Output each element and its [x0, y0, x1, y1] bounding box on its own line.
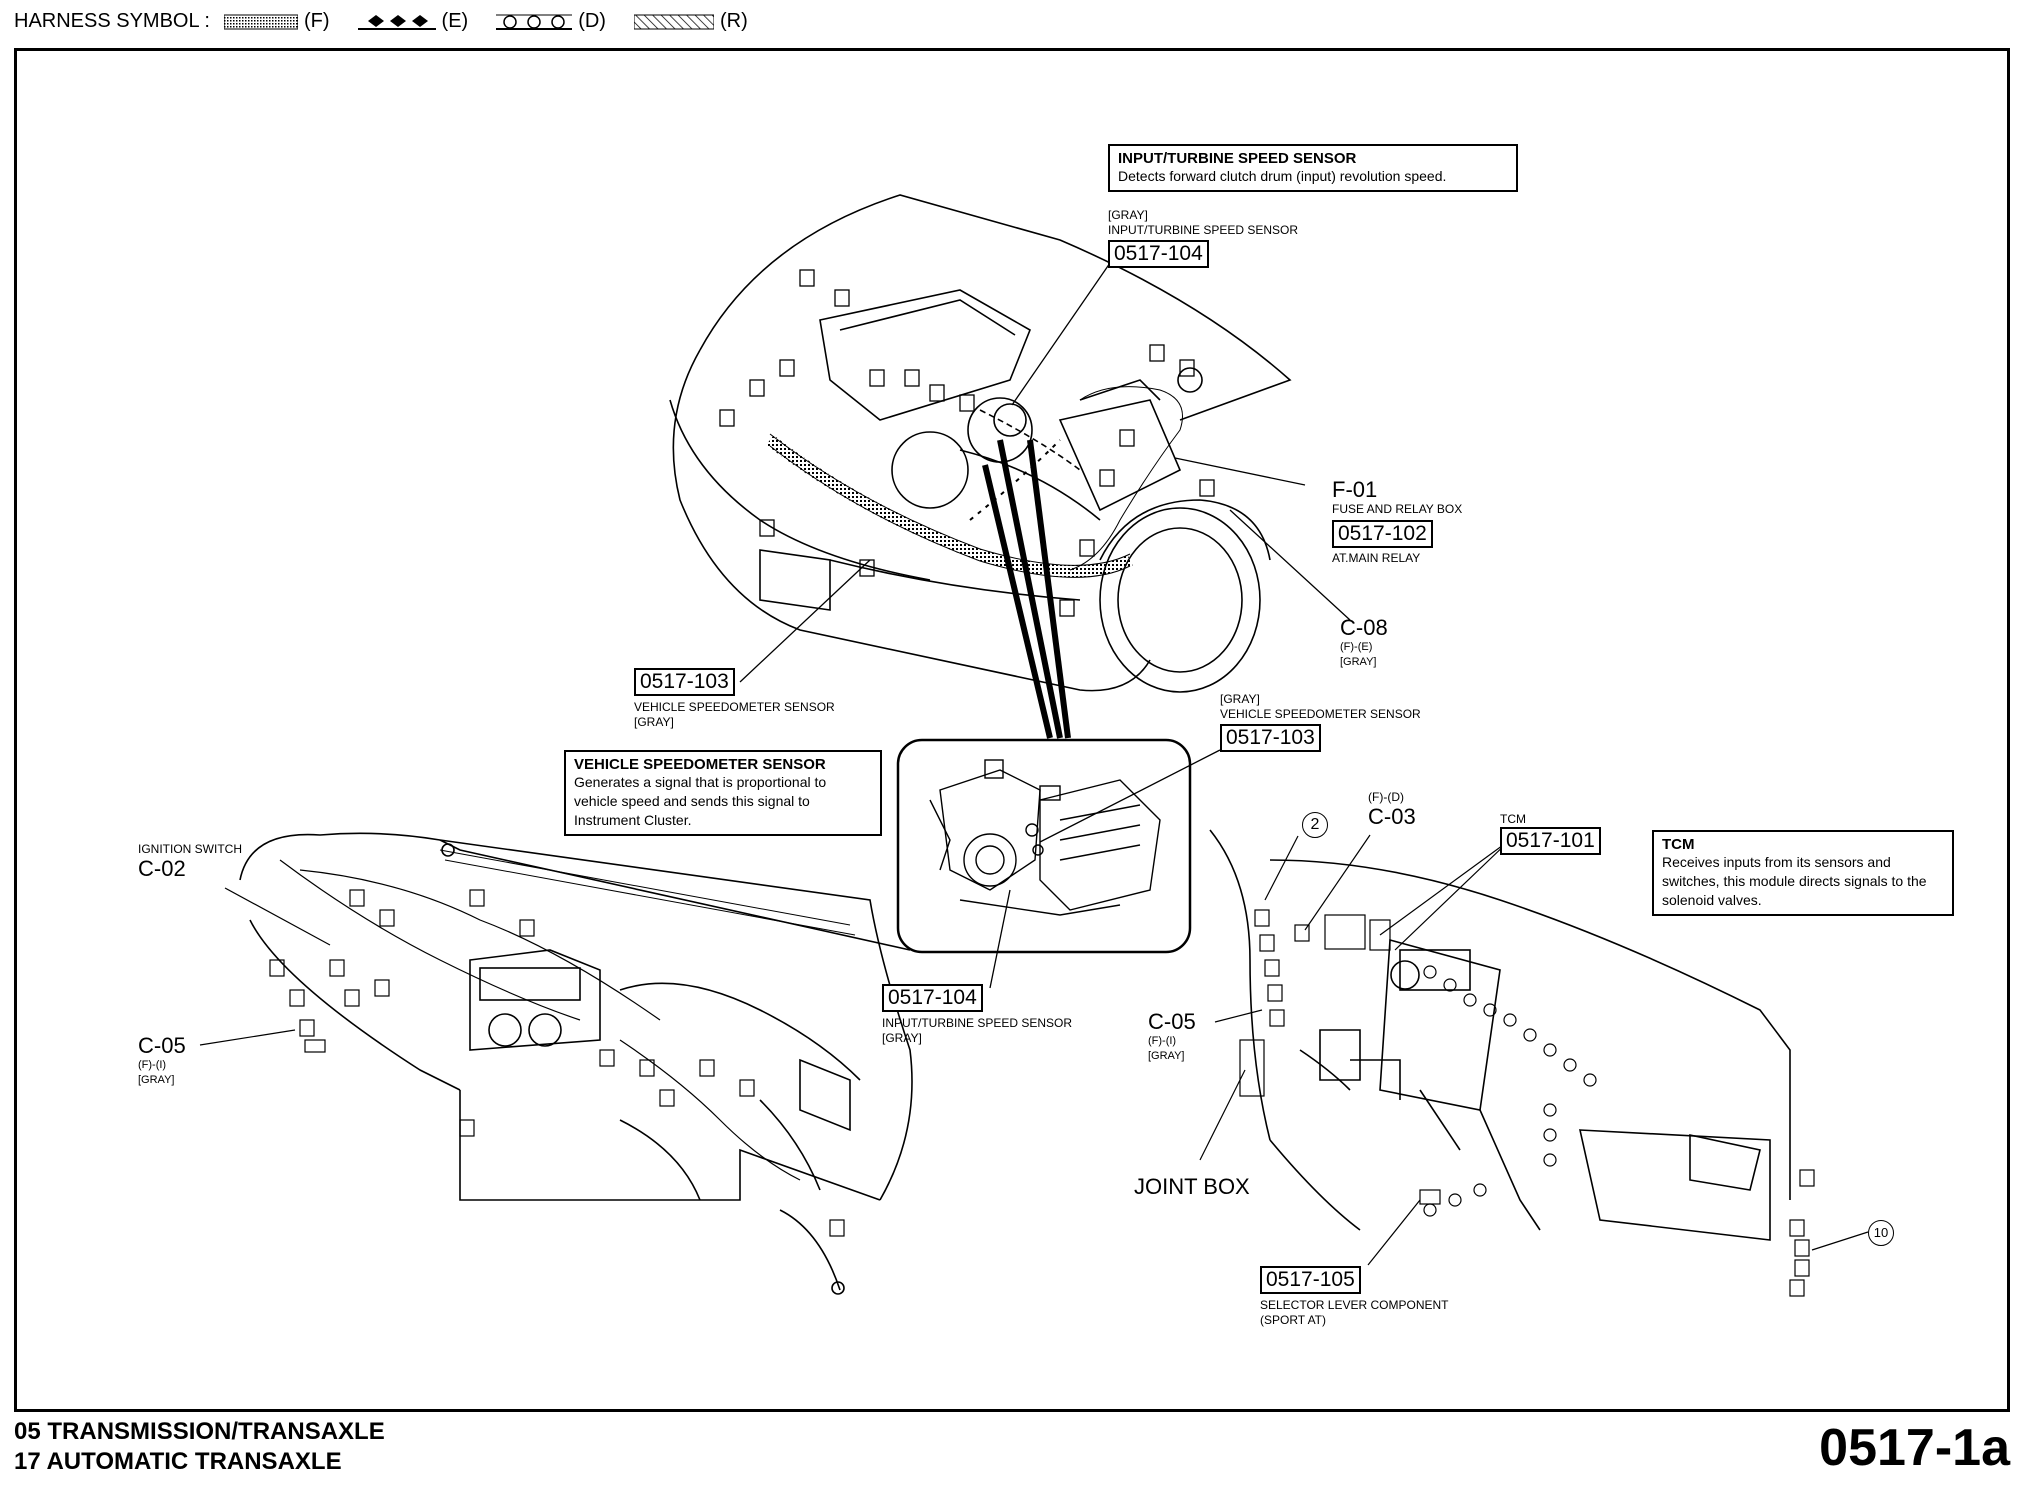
f01-name: FUSE AND RELAY BOX	[1332, 502, 1463, 516]
f01-code: 0517-102	[1332, 520, 1433, 548]
c05-right-connector: C-05	[1148, 1009, 1196, 1034]
left-vss-name: VEHICLE SPEEDOMETER SENSOR	[634, 700, 835, 714]
marker-2: 2	[1302, 812, 1328, 838]
left-dashboard-drawing	[239, 832, 913, 1295]
left-vss-sub: [GRAY]	[634, 715, 674, 729]
vehicle-sensor-callout-desc: Generates a signal that is proportional …	[574, 774, 827, 828]
c03-label: (F)-(D) C-03	[1368, 790, 1416, 829]
f01-sub: AT.MAIN RELAY	[1332, 551, 1421, 565]
inset-sensor-label: 0517-104 INPUT/TURBINE SPEED SENSOR [GRA…	[882, 984, 1072, 1046]
left-vss-code: 0517-103	[634, 668, 735, 696]
c05-right-sub2: [GRAY]	[1148, 1050, 1185, 1062]
right-vss-code: 0517-103	[1220, 724, 1321, 752]
tcm-callout-desc: Receives inputs from its sensors and swi…	[1662, 854, 1927, 908]
vehicle-sensor-callout-title: VEHICLE SPEEDOMETER SENSOR	[574, 756, 826, 773]
joint-box-label: JOINT BOX	[1134, 1174, 1250, 1199]
inset-sensor-sub: [GRAY]	[882, 1031, 922, 1045]
f01-label: F-01 FUSE AND RELAY BOX 0517-102 AT.MAIN…	[1332, 478, 1462, 566]
selector-lever-label: 0517-105 SELECTOR LEVER COMPONENT (SPORT…	[1260, 1266, 1448, 1328]
right-vss-label: [GRAY] VEHICLE SPEEDOMETER SENSOR 0517-1…	[1220, 692, 1421, 752]
right-dashboard-drawing	[1199, 829, 1869, 1297]
harness-legend: HARNESS SYMBOL : (F) (E) (D) (R)	[14, 10, 762, 33]
tcm-callout-title: TCM	[1662, 836, 1695, 853]
top-sensor-code: 0517-104	[1108, 240, 1209, 268]
top-input-sensor-label: [GRAY] INPUT/TURBINE SPEED SENSOR 0517-1…	[1108, 208, 1298, 268]
selector-sub: (SPORT AT)	[1260, 1313, 1327, 1327]
tcm-code: 0517-101	[1500, 827, 1601, 855]
dotted-band-icon	[223, 14, 298, 29]
c08-label: C-08 (F)-(E) [GRAY]	[1340, 616, 1388, 670]
c05-left-sub2: [GRAY]	[138, 1074, 175, 1086]
ignition-switch-connector: C-02	[138, 856, 186, 881]
legend-label-e: (E)	[441, 10, 469, 32]
footer-subsection: 17 AUTOMATIC TRANSAXLE	[14, 1448, 342, 1475]
c03-sub: (F)-(D)	[1368, 790, 1404, 804]
c05-left-connector: C-05	[138, 1033, 186, 1058]
tcm-label: TCM	[1500, 812, 1526, 826]
ignition-switch-name: IGNITION SWITCH	[138, 842, 242, 856]
transaxle-inset	[896, 738, 1192, 954]
input-sensor-callout: INPUT/TURBINE SPEED SENSOR Detects forwa…	[1108, 144, 1518, 192]
legend-label-r: (R)	[719, 10, 748, 32]
right-vss-name: VEHICLE SPEEDOMETER SENSOR	[1220, 707, 1421, 721]
selector-name: SELECTOR LEVER COMPONENT	[1260, 1298, 1449, 1312]
c05-left-label: C-05 (F)-(I) [GRAY]	[138, 1034, 186, 1088]
diagram-frame	[14, 48, 2010, 1412]
engine-compartment-drawing	[669, 194, 1292, 693]
legend-title: HARNESS SYMBOL :	[14, 10, 210, 32]
f01-connector: F-01	[1332, 477, 1378, 502]
c05-left-sub1: (F)-(I)	[138, 1059, 167, 1071]
legend-label-f: (F)	[303, 10, 330, 32]
input-sensor-callout-desc: Detects forward clutch drum (input) revo…	[1118, 168, 1447, 184]
c05-right-sub1: (F)-(I)	[1148, 1035, 1177, 1047]
top-sensor-color: [GRAY]	[1108, 208, 1148, 222]
left-vss-label: 0517-103 VEHICLE SPEEDOMETER SENSOR [GRA…	[634, 668, 835, 730]
input-sensor-callout-title: INPUT/TURBINE SPEED SENSOR	[1118, 150, 1357, 167]
inset-sensor-name: INPUT/TURBINE SPEED SENSOR	[882, 1016, 1073, 1030]
diamond-line-icon	[357, 14, 436, 30]
tcm-callout: TCM Receives inputs from its sensors and…	[1652, 830, 1954, 916]
footer-section: 05 TRANSMISSION/TRANSAXLE	[14, 1418, 385, 1445]
vehicle-sensor-callout: VEHICLE SPEEDOMETER SENSOR Generates a s…	[564, 750, 882, 836]
ignition-switch-label: IGNITION SWITCH C-02	[138, 842, 242, 881]
c03-connector: C-03	[1368, 804, 1416, 829]
right-vss-color: [GRAY]	[1220, 692, 1260, 706]
c08-sub2: [GRAY]	[1340, 656, 1377, 668]
hatched-band-icon	[633, 14, 714, 29]
circle-line-icon	[496, 14, 573, 30]
selector-code: 0517-105	[1260, 1266, 1361, 1294]
top-sensor-name: INPUT/TURBINE SPEED SENSOR	[1108, 223, 1299, 237]
c08-connector: C-08	[1340, 615, 1388, 640]
page-number: 0517-1a	[1819, 1419, 2010, 1477]
c08-sub1: (F)-(E)	[1340, 641, 1373, 653]
pointer-lines-to-inset	[982, 439, 1071, 739]
c05-right-label: C-05 (F)-(I) [GRAY]	[1148, 1010, 1196, 1064]
marker-10: 10	[1868, 1220, 1894, 1246]
tcm-code-label: TCM 0517-101	[1500, 812, 1601, 855]
inset-sensor-code: 0517-104	[882, 984, 983, 1012]
legend-label-d: (D)	[578, 10, 606, 32]
